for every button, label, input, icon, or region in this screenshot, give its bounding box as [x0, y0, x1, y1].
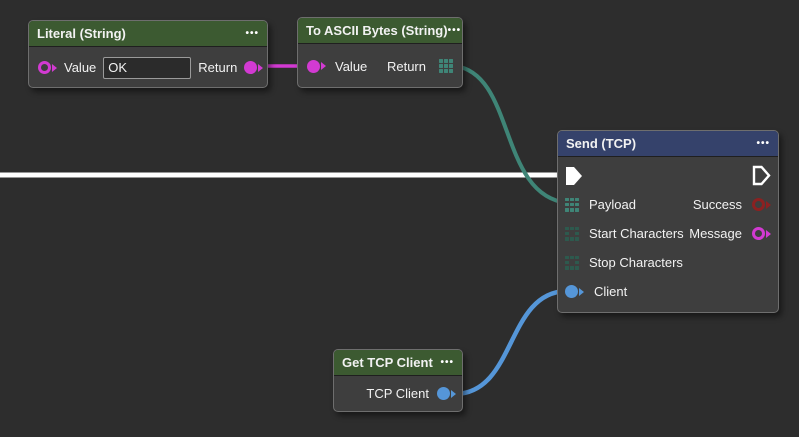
port-notch-icon: [579, 287, 584, 296]
port-tcp-client-output[interactable]: [437, 387, 456, 400]
string-port-icon: [244, 61, 258, 74]
stop-characters-label: Stop Characters: [589, 255, 683, 270]
node-send-header[interactable]: Send (TCP) •••: [558, 131, 778, 157]
node-get-tcp-client[interactable]: Get TCP Client ••• TCP Client: [333, 349, 463, 412]
node-send-tcp[interactable]: Send (TCP) •••: [557, 130, 779, 313]
literal-value-input[interactable]: [103, 56, 192, 79]
node-get-tcp-header[interactable]: Get TCP Client •••: [334, 350, 462, 376]
port-ascii-return-output[interactable]: [439, 59, 453, 73]
payload-label: Payload: [589, 197, 636, 212]
node-literal-header[interactable]: Literal (String) •••: [29, 21, 267, 47]
port-notch-icon: [766, 229, 771, 238]
menu-icon[interactable]: •••: [440, 356, 454, 368]
port-client-input[interactable]: [565, 285, 584, 298]
tcp-client-label: TCP Client: [366, 386, 429, 401]
ascii-return-label: Return: [386, 58, 426, 74]
success-label: Success: [692, 197, 742, 212]
ascii-value-label: Value: [335, 58, 368, 74]
port-start-characters-input[interactable]: [565, 226, 579, 241]
port-ascii-value-input[interactable]: [307, 59, 326, 73]
literal-return-label: Return: [198, 60, 238, 75]
client-port-icon: [565, 285, 578, 298]
menu-icon[interactable]: •••: [245, 27, 259, 39]
port-notch-icon: [451, 389, 456, 398]
menu-icon[interactable]: •••: [447, 24, 462, 36]
node-literal-string[interactable]: Literal (String) ••• Value Return: [28, 20, 268, 88]
port-success-output[interactable]: [752, 198, 771, 211]
node-to-ascii-title: To ASCII Bytes (String): [306, 23, 448, 38]
node-to-ascii-bytes[interactable]: To ASCII Bytes (String) ••• Value Return: [297, 17, 463, 88]
client-port-icon: [437, 387, 450, 400]
port-payload-input[interactable]: [565, 197, 579, 212]
literal-value-label: Value: [64, 60, 97, 75]
bool-port-icon: [752, 198, 765, 211]
menu-icon[interactable]: •••: [756, 137, 770, 149]
port-notch-icon: [52, 63, 57, 72]
start-characters-label: Start Characters: [589, 226, 684, 241]
port-notch-icon: [258, 63, 264, 72]
string-port-icon: [307, 59, 320, 73]
node-get-tcp-title: Get TCP Client: [342, 355, 433, 370]
string-port-icon: [752, 227, 765, 240]
wire-client-to-send[interactable]: [455, 288, 567, 397]
port-message-output[interactable]: [752, 227, 771, 240]
port-literal-value-input[interactable]: [38, 61, 57, 74]
node-literal-title: Literal (String): [37, 26, 126, 41]
string-port-icon: [38, 61, 51, 74]
port-exec-input[interactable]: [565, 166, 583, 186]
exec-pin-hollow-icon: [752, 165, 771, 186]
message-label: Message: [689, 226, 742, 241]
node-send-title: Send (TCP): [566, 136, 637, 151]
port-notch-icon: [321, 62, 326, 70]
client-label: Client: [594, 284, 628, 299]
port-notch-icon: [766, 200, 771, 209]
port-literal-return-output[interactable]: [244, 61, 264, 74]
wire-ascii-to-payload[interactable]: [454, 64, 569, 205]
node-to-ascii-header[interactable]: To ASCII Bytes (String) •••: [298, 18, 462, 44]
port-stop-characters-input[interactable]: [565, 255, 579, 270]
exec-pin-filled-icon: [566, 166, 582, 185]
port-exec-output[interactable]: [752, 165, 771, 186]
